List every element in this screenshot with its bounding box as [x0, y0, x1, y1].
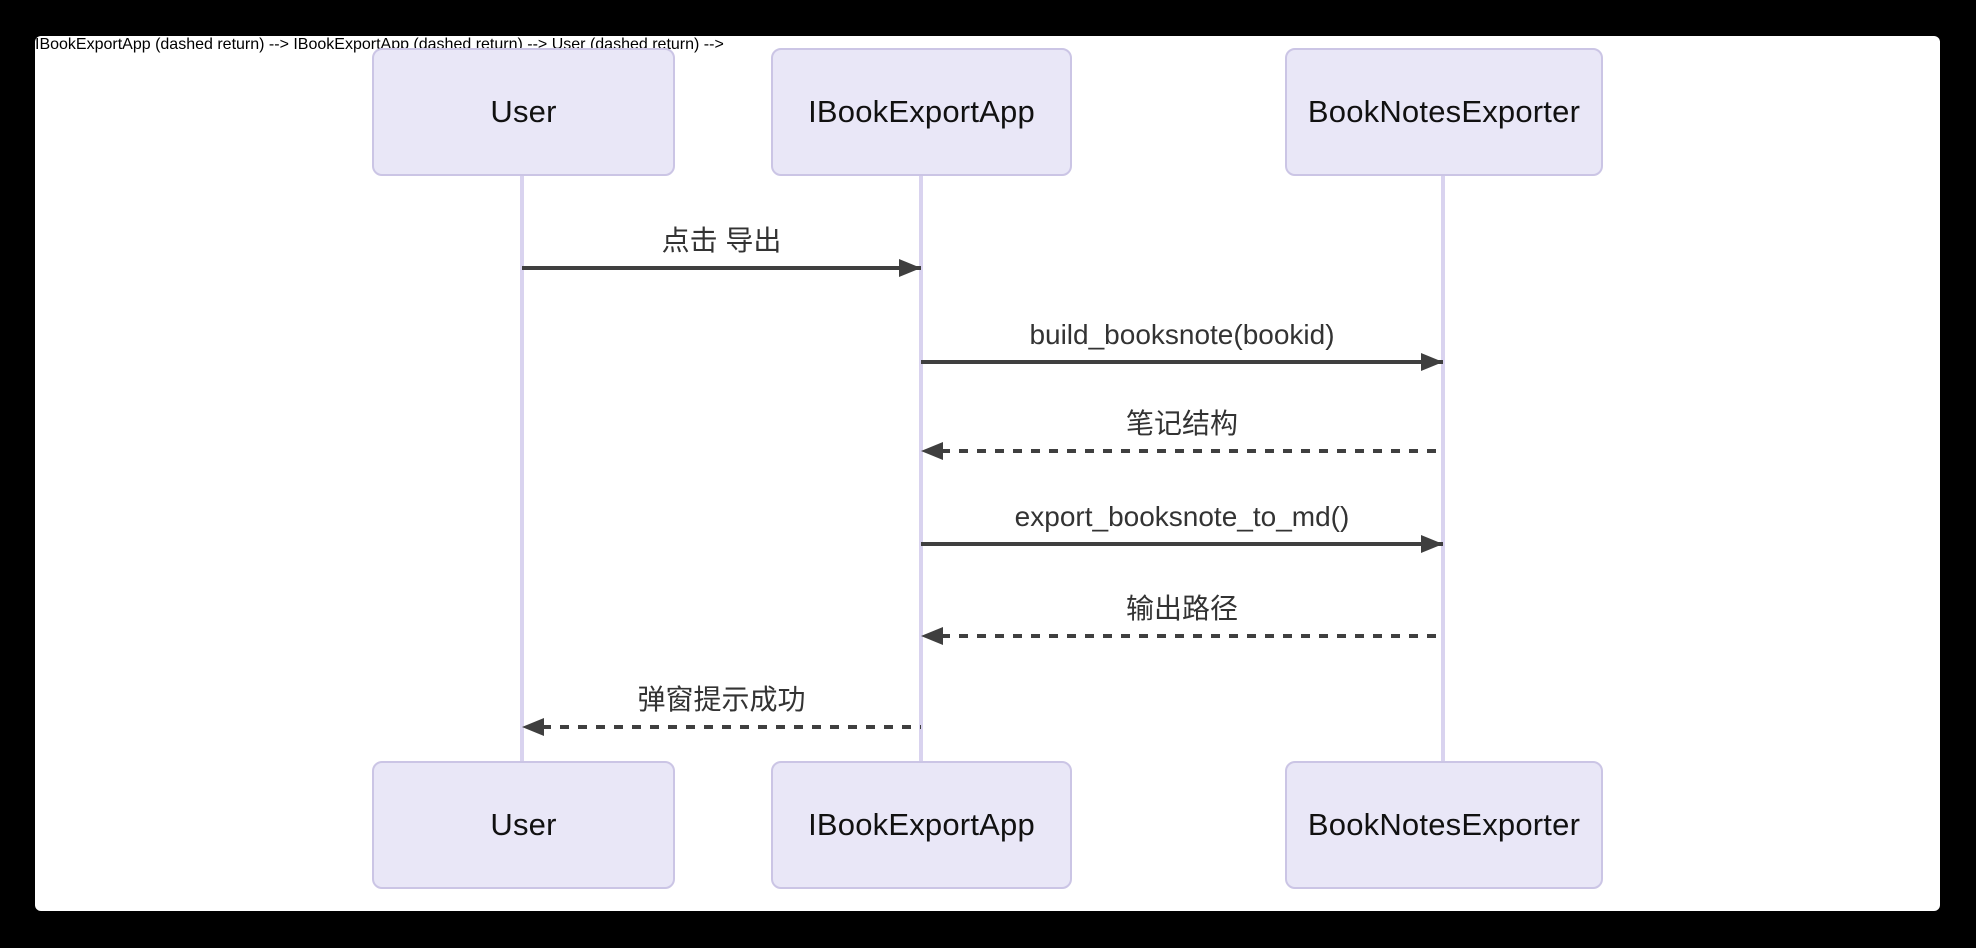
actor-box-ibookexportapp-bottom: IBookExportApp — [771, 761, 1072, 889]
message-5-line — [941, 634, 1443, 638]
message-2-label: build_booksnote(bookid) — [1029, 319, 1335, 350]
diagram-canvas: User IBookExportApp BookNotesExporter Us… — [35, 36, 1940, 911]
message-6-line — [542, 725, 921, 729]
arrowhead-right-icon — [1421, 353, 1443, 371]
message-2-line — [921, 360, 1443, 364]
lifeline-ibookexportapp — [919, 176, 923, 761]
arrowhead-left-icon — [921, 442, 943, 460]
actor-label-ibookexportapp: IBookExportApp — [808, 807, 1035, 842]
actor-box-user-bottom: User — [372, 761, 675, 889]
message-4-line — [921, 542, 1443, 546]
message-6-label: 弹窗提示成功 — [637, 684, 806, 715]
actor-box-booknotesexporter-bottom: BookNotesExporter — [1285, 761, 1603, 889]
message-3-line — [941, 449, 1443, 453]
actor-label-booknotesexporter: BookNotesExporter — [1307, 807, 1581, 842]
message-1-label: 点击 导出 — [661, 225, 782, 256]
actor-label-user: User — [490, 807, 557, 842]
arrowhead-right-icon — [899, 259, 921, 277]
actor-label-booknotesexporter: BookNotesExporter — [1307, 94, 1581, 129]
actor-box-ibookexportapp-top: IBookExportApp — [771, 48, 1072, 176]
message-5-label: 输出路径 — [1125, 593, 1238, 624]
arrowhead-left-icon — [921, 627, 943, 645]
actor-label-ibookexportapp: IBookExportApp — [808, 94, 1035, 129]
lifeline-booknotesexporter — [1441, 176, 1445, 761]
actor-box-user-top: User — [372, 48, 675, 176]
arrowhead-right-icon — [1421, 535, 1443, 553]
actor-label-user: User — [490, 94, 557, 129]
lifeline-user — [520, 176, 524, 761]
actor-box-booknotesexporter-top: BookNotesExporter — [1285, 48, 1603, 176]
arrowhead-left-icon — [522, 718, 544, 736]
message-1-line — [522, 266, 921, 270]
message-4-label: export_booksnote_to_md() — [1014, 501, 1350, 532]
message-3-label: 笔记结构 — [1125, 408, 1238, 439]
